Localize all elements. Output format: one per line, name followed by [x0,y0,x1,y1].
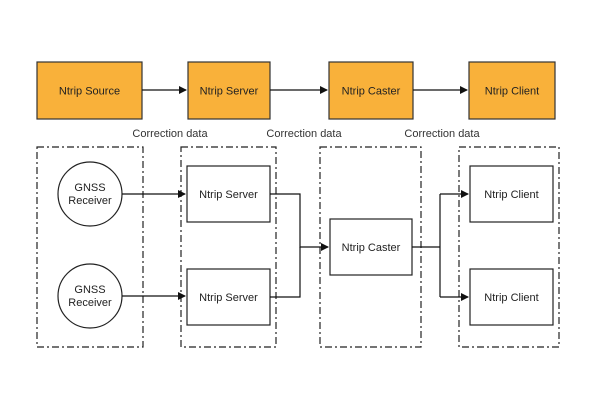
detail-connectors [122,190,469,301]
group-clients [458,146,560,348]
gnss-receiver-1: GNSS Receiver [57,161,123,227]
gnss-receiver-1-line1: GNSS [74,182,105,194]
group-receivers [36,146,144,348]
detail-ntrip-client-1: Ntrip Client [469,165,554,223]
detail-ntrip-client-2-label: Ntrip Client [484,292,538,304]
top-node-ntrip-server: Ntrip Server [187,61,271,120]
connector-server2-to-caster [270,247,301,298]
gnss-receiver-1-line2: Receiver [68,195,112,207]
top-node-ntrip-client-label: Ntrip Client [485,86,539,98]
edge-label-correction-data-3: Correction data [404,128,480,140]
top-node-ntrip-source-label: Ntrip Source [59,86,120,98]
detail-ntrip-server-1-label: Ntrip Server [199,189,258,201]
top-node-ntrip-client: Ntrip Client [468,61,556,120]
detail-ntrip-client-2: Ntrip Client [469,268,554,326]
top-flow: Ntrip Source Ntrip Server Ntrip Caster N… [36,61,556,140]
top-node-ntrip-caster-label: Ntrip Caster [342,86,401,98]
detail-ntrip-server-2: Ntrip Server [186,268,271,326]
detail-ntrip-caster-label: Ntrip Caster [342,242,401,254]
detail-ntrip-server-1: Ntrip Server [186,165,271,223]
gnss-receiver-2-line2: Receiver [68,297,112,309]
top-node-ntrip-server-label: Ntrip Server [200,86,259,98]
edge-label-correction-data-1: Correction data [132,128,208,140]
top-node-ntrip-caster: Ntrip Caster [328,61,414,120]
edge-label-correction-data-2: Correction data [266,128,342,140]
group-servers [180,146,277,348]
detail-ntrip-server-2-label: Ntrip Server [199,292,258,304]
detail-ntrip-client-1-label: Ntrip Client [484,189,538,201]
top-node-ntrip-source: Ntrip Source [36,61,143,120]
gnss-receiver-2: GNSS Receiver [57,263,123,329]
detail-groups [36,146,560,348]
arrow-server1-to-caster [270,193,329,251]
detail-ntrip-caster: Ntrip Caster [329,218,413,276]
gnss-receiver-2-line1: GNSS [74,284,105,296]
